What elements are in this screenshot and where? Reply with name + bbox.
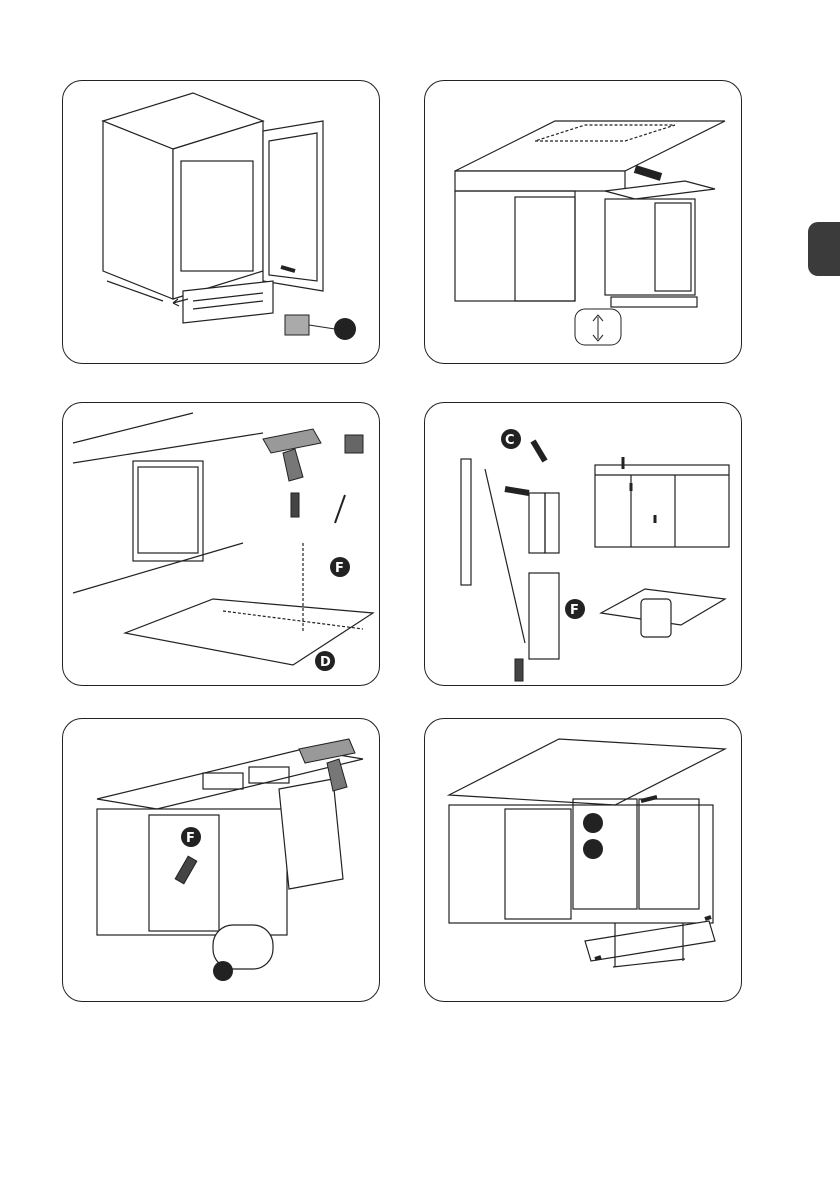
illustration-adjust-hinges: C F [425, 403, 742, 686]
step-panel-5: F [62, 718, 380, 1002]
callout-label: F [335, 561, 344, 576]
pencil-icon [335, 495, 345, 523]
tape-measure-icon [345, 435, 363, 453]
spacer-block-icon [285, 315, 309, 335]
illustration-fix-door-slide: F [63, 719, 380, 1002]
callout-label: C [505, 433, 515, 448]
illustration-fit-kickplate [425, 719, 742, 1002]
section-tab [808, 222, 840, 276]
illustration-fridge-open-door [63, 81, 380, 364]
illustration-drill-bracket: F D [63, 403, 380, 686]
step-panel-4: C F [424, 402, 742, 686]
screwdriver-icon [291, 493, 299, 517]
drill-icon [263, 429, 321, 481]
step-panel-1 [62, 80, 380, 364]
arrow-icon [635, 169, 661, 177]
illustration-push-into-niche [425, 81, 742, 364]
step-panel-3: F D [62, 402, 380, 686]
step-panel-2 [424, 80, 742, 364]
arrow-icon [623, 457, 655, 523]
callout-label: F [186, 831, 195, 846]
callout-label: D [320, 655, 331, 670]
callout-label: F [570, 603, 579, 618]
screwdriver-icon [175, 856, 197, 884]
step-panel-6 [424, 718, 742, 1002]
screwdriver-icon [515, 659, 523, 681]
